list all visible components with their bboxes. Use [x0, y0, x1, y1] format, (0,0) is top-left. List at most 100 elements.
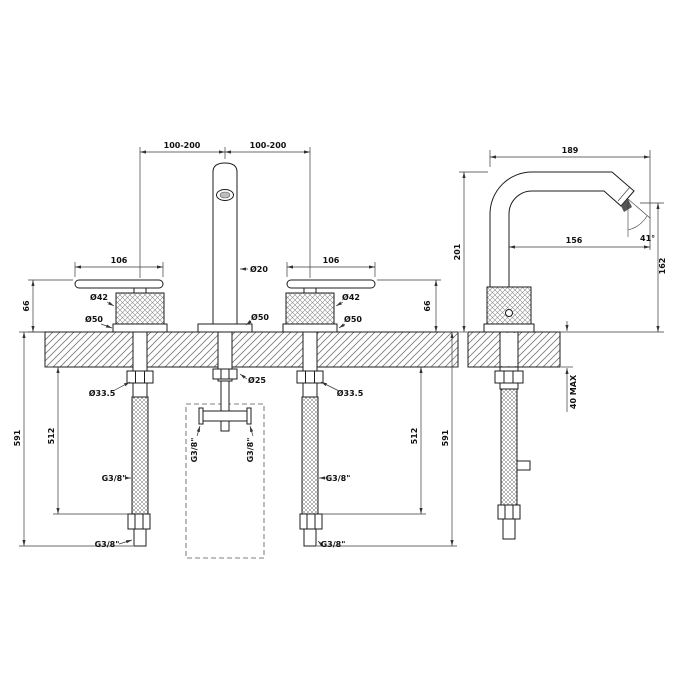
dim-angle: 41°: [627, 198, 655, 243]
dia-shank-right: Ø33.5: [320, 381, 364, 398]
thread-hose-end-right: G3/8": [317, 540, 346, 549]
spout-diameter-label: Ø20: [250, 264, 268, 274]
hose-inner-left-label: 512: [47, 428, 56, 445]
height-left-label: 66: [22, 300, 31, 312]
thread-hose-end-left: G3/8": [95, 539, 133, 549]
dia-flange-left: Ø50: [85, 314, 113, 329]
right-lever: [286, 279, 376, 289]
side-nut: [494, 370, 524, 384]
dim-spacing-right-label: 100-200: [250, 141, 287, 150]
dim-spacing: 100-200 100-200: [139, 141, 311, 278]
thread-hose-end-left-label: G3/8": [95, 540, 120, 549]
left-hose-end: [133, 528, 147, 547]
thread-center-left-label: G3/8": [190, 438, 199, 463]
dia-handle-right: Ø42: [335, 292, 360, 307]
dim-lever-right-label: 106: [323, 256, 340, 265]
dia-flange-right: Ø50: [338, 314, 362, 329]
flange-diameter-left-label: Ø50: [85, 314, 103, 324]
dim-66-right: 66: [377, 279, 458, 333]
center-pipe: [220, 380, 230, 412]
side-flange: [483, 323, 535, 333]
side-spout-aerator: [621, 199, 632, 212]
thread-hose-end-right-label: G3/8": [321, 540, 346, 549]
right-handle-body: [285, 292, 335, 325]
thread-center-right: G3/8": [246, 425, 255, 463]
right-nut: [296, 370, 324, 384]
left-handle-body: [115, 292, 165, 325]
handle-diameter-left-label: Ø42: [90, 292, 108, 302]
right-shank: [302, 330, 318, 398]
dim-spout-diameter: Ø20: [240, 264, 268, 274]
side-body: [486, 286, 532, 325]
left-hose: [131, 396, 149, 515]
tee-bottom-stub: [220, 420, 230, 432]
front-view: 100-200 100-200 106 106 Ø20 Ø42 Ø42: [13, 141, 459, 559]
spout-angle-label: 41°: [640, 234, 655, 243]
dim-lever-right: 106: [286, 256, 376, 277]
side-hose: [500, 388, 518, 506]
left-hose-nut: [127, 513, 151, 530]
counter-thickness-label: 40 MAX: [569, 374, 578, 409]
dim-height-outlet: 162: [560, 202, 667, 333]
shank-diameter-left-label: Ø33.5: [89, 388, 116, 398]
hose-outer-right-label: 591: [441, 429, 450, 446]
dim-591-left: 591: [13, 331, 133, 547]
spout-projection-label: 156: [566, 236, 583, 245]
left-lever: [74, 279, 164, 289]
dim-512-right: 512: [322, 366, 458, 515]
dia-shank-left: Ø33.5: [89, 381, 131, 398]
deck-section: [44, 331, 459, 368]
tee-left-port: [198, 407, 204, 425]
side-hose-end: [502, 518, 516, 540]
center-spout: [197, 162, 253, 432]
left-shank: [132, 330, 148, 398]
dia-handle-left: Ø42: [90, 292, 115, 307]
left-flange: [112, 323, 168, 333]
left-nut: [126, 370, 154, 384]
hose-outer-left-label: 591: [13, 429, 22, 446]
height-right-label: 66: [423, 300, 432, 312]
spout-tube: [212, 162, 238, 332]
dim-spacing-left-label: 100-200: [164, 141, 201, 150]
hose-inner-right-label: 512: [410, 428, 419, 445]
thread-hose-left-label: G3/8": [102, 474, 127, 483]
right-hose-nut: [299, 513, 323, 530]
thread-hose-left: G3/8": [102, 474, 131, 483]
thread-center-left: G3/8": [190, 425, 201, 463]
center-nut: [212, 368, 238, 380]
dim-lever-left: 106: [74, 256, 164, 277]
height-top-label: 201: [453, 243, 462, 260]
dim-counter-thickness: 40 MAX: [561, 321, 578, 412]
height-outlet-label: 162: [658, 258, 667, 275]
dim-591-right: 591: [317, 332, 457, 547]
side-view: 189 156 41° 162 201 40: [453, 146, 667, 540]
side-hose-nut: [497, 504, 521, 520]
side-set-screw: [505, 309, 513, 317]
dia-flange-center: Ø50: [245, 312, 269, 326]
spout-outlet: [216, 189, 234, 201]
side-hose-clip: [516, 460, 531, 471]
right-handle: [282, 279, 376, 547]
thread-hose-right: G3/8": [319, 474, 350, 483]
tee-right-port: [246, 407, 252, 425]
tee-body: [202, 410, 248, 422]
dim-reach: 189: [489, 146, 651, 250]
dim-512-left: 512: [45, 366, 128, 515]
shank-diameter-center-label: Ø25: [248, 375, 266, 385]
flange-diameter-right-label: Ø50: [344, 314, 362, 324]
left-handle: [74, 279, 168, 547]
dim-height-top: 201: [453, 171, 488, 333]
right-hose: [301, 396, 319, 515]
handle-diameter-right-label: Ø42: [342, 292, 360, 302]
right-hose-end: [303, 528, 317, 547]
center-flange: [197, 323, 253, 333]
spout-reach-label: 189: [562, 146, 579, 155]
thread-center-right-label: G3/8": [246, 438, 255, 463]
dim-66-left: 66: [22, 279, 73, 333]
thread-hose-right-label: G3/8": [326, 474, 351, 483]
left-lever-stem: [133, 287, 147, 294]
flange-diameter-center-label: Ø50: [251, 312, 269, 322]
dim-lever-left-label: 106: [111, 256, 128, 265]
